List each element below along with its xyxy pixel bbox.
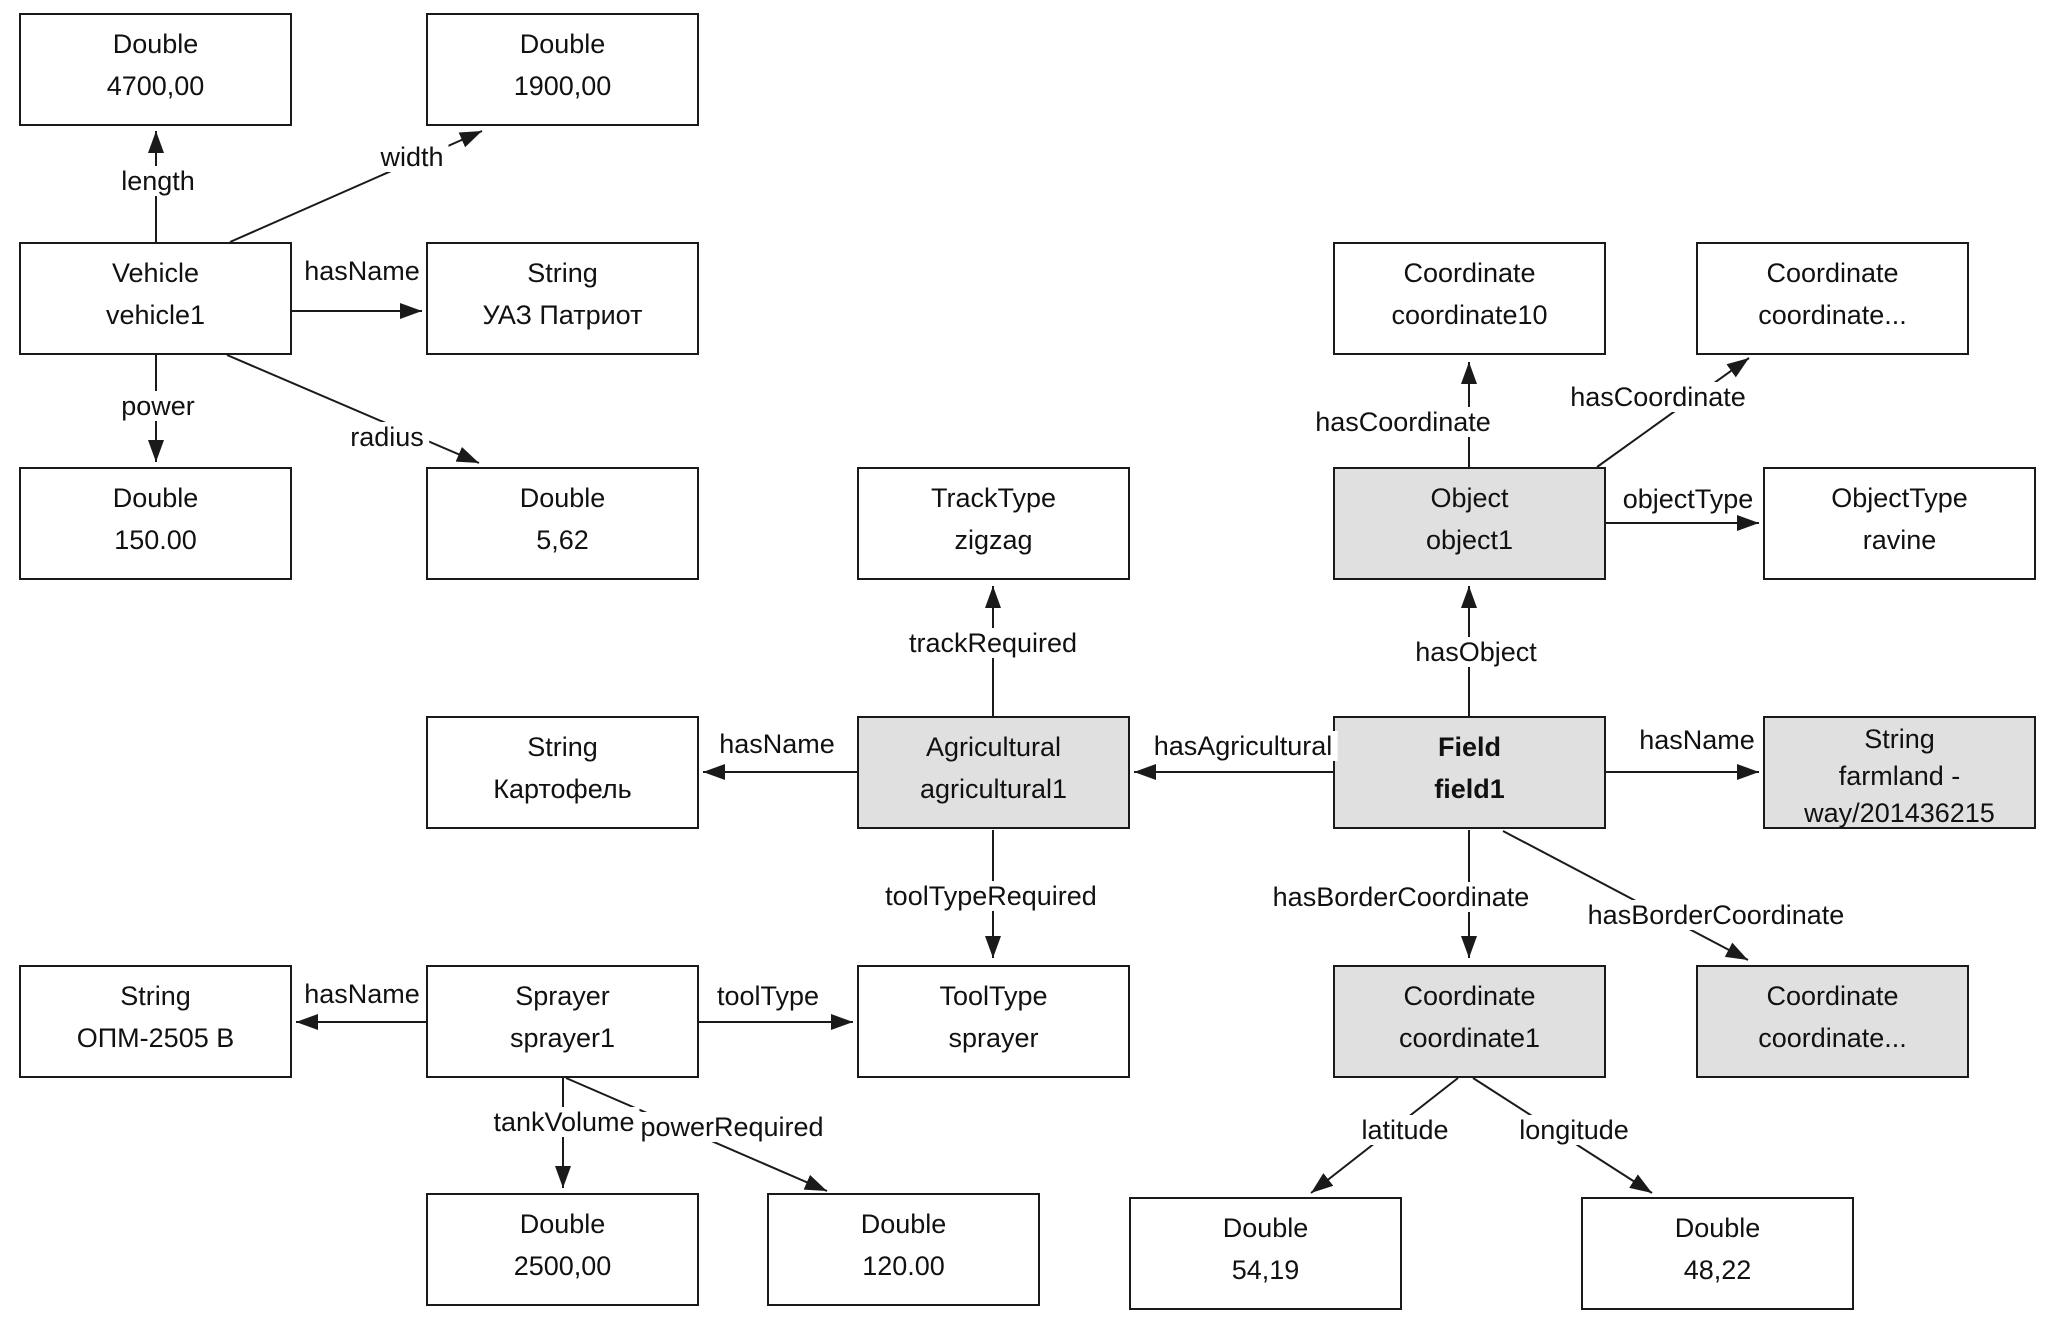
node-type-label: Coordinate	[1766, 258, 1899, 288]
edge-label-hasBorderCoordinate-15: hasBorderCoordinate	[1582, 900, 1850, 930]
node-double-power: Double 150.00	[19, 467, 292, 580]
edge-label-width-1: width	[375, 142, 449, 172]
node-value-label: coordinate...	[1758, 1023, 1907, 1053]
node-type-label: Double	[519, 1209, 606, 1239]
node-type-label: Double	[860, 1209, 947, 1239]
node-value-label: sprayer	[948, 1023, 1039, 1053]
node-coordinate-more-top: Coordinate coordinate...	[1696, 242, 1969, 355]
edge-label-hasName-2: hasName	[299, 256, 425, 286]
edge-label-hasName-10: hasName	[714, 729, 840, 759]
node-type-label: Sprayer	[515, 981, 610, 1011]
node-value-label: field1	[1434, 774, 1505, 804]
node-type-label: String	[527, 732, 598, 762]
node-type-label: TrackType	[930, 483, 1057, 513]
node-agricultural1: Agricultural agricultural1	[857, 716, 1130, 829]
node-value-label: vehicle1	[105, 300, 206, 330]
node-double-radius: Double 5,62	[426, 467, 699, 580]
edge-arrow-radius-4	[226, 354, 480, 464]
edge-label-hasCoordinate-5: hasCoordinate	[1310, 407, 1496, 437]
edge-label-power-3: power	[116, 391, 200, 421]
node-double-powerrequired: Double 120.00	[767, 1193, 1040, 1306]
edge-label-hasAgricultural-11: hasAgricultural	[1148, 731, 1338, 761]
node-type-label: Double	[112, 483, 199, 513]
node-value-label: Картофель	[493, 774, 632, 804]
node-value-label: 54,19	[1231, 1255, 1300, 1285]
node-type-label: Field	[1437, 732, 1501, 762]
edge-label-longitude-21: longitude	[1514, 1115, 1634, 1145]
node-type-label: String	[527, 258, 598, 288]
edge-label-hasObject-8: hasObject	[1410, 637, 1542, 667]
node-type-label: Object	[1430, 483, 1509, 513]
edge-label-toolTypeRequired-13: toolTypeRequired	[880, 881, 1102, 911]
node-type-label: Double	[1222, 1213, 1309, 1243]
node-value-label: 2500,00	[513, 1251, 612, 1281]
node-value-label: coordinate1	[1398, 1023, 1541, 1053]
node-type-label: Coordinate	[1403, 258, 1536, 288]
node-type-label: String	[1864, 724, 1935, 754]
edge-label-hasName-12: hasName	[1634, 725, 1760, 755]
edge-label-length-0: length	[116, 166, 200, 196]
edge-label-toolType-17: toolType	[711, 981, 825, 1011]
node-value-label: 48,22	[1683, 1255, 1752, 1285]
node-double-longitude: Double 48,22	[1581, 1197, 1854, 1310]
node-sprayer1: Sprayer sprayer1	[426, 965, 699, 1078]
node-type-label: Double	[519, 29, 606, 59]
node-coordinate-more-bottom: Coordinate coordinate...	[1696, 965, 1969, 1078]
node-value-label: 150.00	[114, 525, 197, 555]
edge-label-hasName-16: hasName	[299, 979, 425, 1009]
node-type-label: Vehicle	[111, 258, 200, 288]
node-type-label: Coordinate	[1766, 981, 1899, 1011]
node-value-label: 4700,00	[106, 71, 205, 101]
node-type-label: String	[120, 981, 191, 1011]
edge-label-radius-4: radius	[345, 422, 429, 452]
edge-label-hasCoordinate-6: hasCoordinate	[1565, 382, 1751, 412]
node-type-label: Double	[112, 29, 199, 59]
edge-arrow-hasCoordinate-6	[1596, 357, 1750, 468]
node-value-label: 5,62	[536, 525, 589, 555]
node-double-latitude: Double 54,19	[1129, 1197, 1402, 1310]
node-vehicle1: Vehicle vehicle1	[19, 242, 292, 355]
node-double-tankvolume: Double 2500,00	[426, 1193, 699, 1306]
node-double-width: Double 1900,00	[426, 13, 699, 126]
node-field1: Field field1	[1333, 716, 1606, 829]
node-objecttype-ravine: ObjectType ravine	[1763, 467, 2036, 580]
node-value-label: sprayer1	[509, 1023, 616, 1053]
node-value-label: УАЗ Патриот	[482, 300, 643, 330]
node-double-length: Double 4700,00	[19, 13, 292, 126]
node-tooltype-sprayer: ToolType sprayer	[857, 965, 1130, 1078]
node-type-label: Coordinate	[1403, 981, 1536, 1011]
node-value-label: ОПМ-2505 В	[76, 1023, 235, 1053]
node-value-label: farmland -	[1838, 761, 1961, 791]
node-value-label: zigzag	[954, 525, 1033, 555]
node-type-label: ToolType	[939, 981, 1048, 1011]
node-value-label: coordinate...	[1758, 300, 1907, 330]
node-value-label: coordinate10	[1391, 300, 1548, 330]
node-value-label: 1900,00	[513, 71, 612, 101]
node-type-label: Double	[519, 483, 606, 513]
node-string-farmland: String farmland - way/201436215	[1763, 716, 2036, 829]
node-coordinate10: Coordinate coordinate10	[1333, 242, 1606, 355]
node-object1: Object object1	[1333, 467, 1606, 580]
node-type-label: Agricultural	[925, 732, 1062, 762]
edge-label-objectType-7: objectType	[1617, 484, 1759, 514]
node-value-label: object1	[1425, 525, 1514, 555]
edge-label-powerRequired-19: powerRequired	[635, 1112, 829, 1142]
edge-label-latitude-20: latitude	[1356, 1115, 1454, 1145]
node-value-label: ravine	[1862, 525, 1937, 555]
node-type-label: ObjectType	[1831, 483, 1968, 513]
node-value-label: agricultural1	[919, 774, 1068, 804]
node-coordinate1: Coordinate coordinate1	[1333, 965, 1606, 1078]
node-tracktype-zigzag: TrackType zigzag	[857, 467, 1130, 580]
node-type-label: Double	[1674, 1213, 1761, 1243]
edge-label-tankVolume-18: tankVolume	[488, 1107, 640, 1137]
edge-label-trackRequired-9: trackRequired	[903, 628, 1083, 658]
node-value-label: 120.00	[862, 1251, 945, 1281]
edge-label-hasBorderCoordinate-14: hasBorderCoordinate	[1267, 882, 1535, 912]
node-value-label: way/201436215	[1804, 798, 1995, 828]
edge-arrow-hasBorderCoordinate-15	[1502, 830, 1749, 961]
